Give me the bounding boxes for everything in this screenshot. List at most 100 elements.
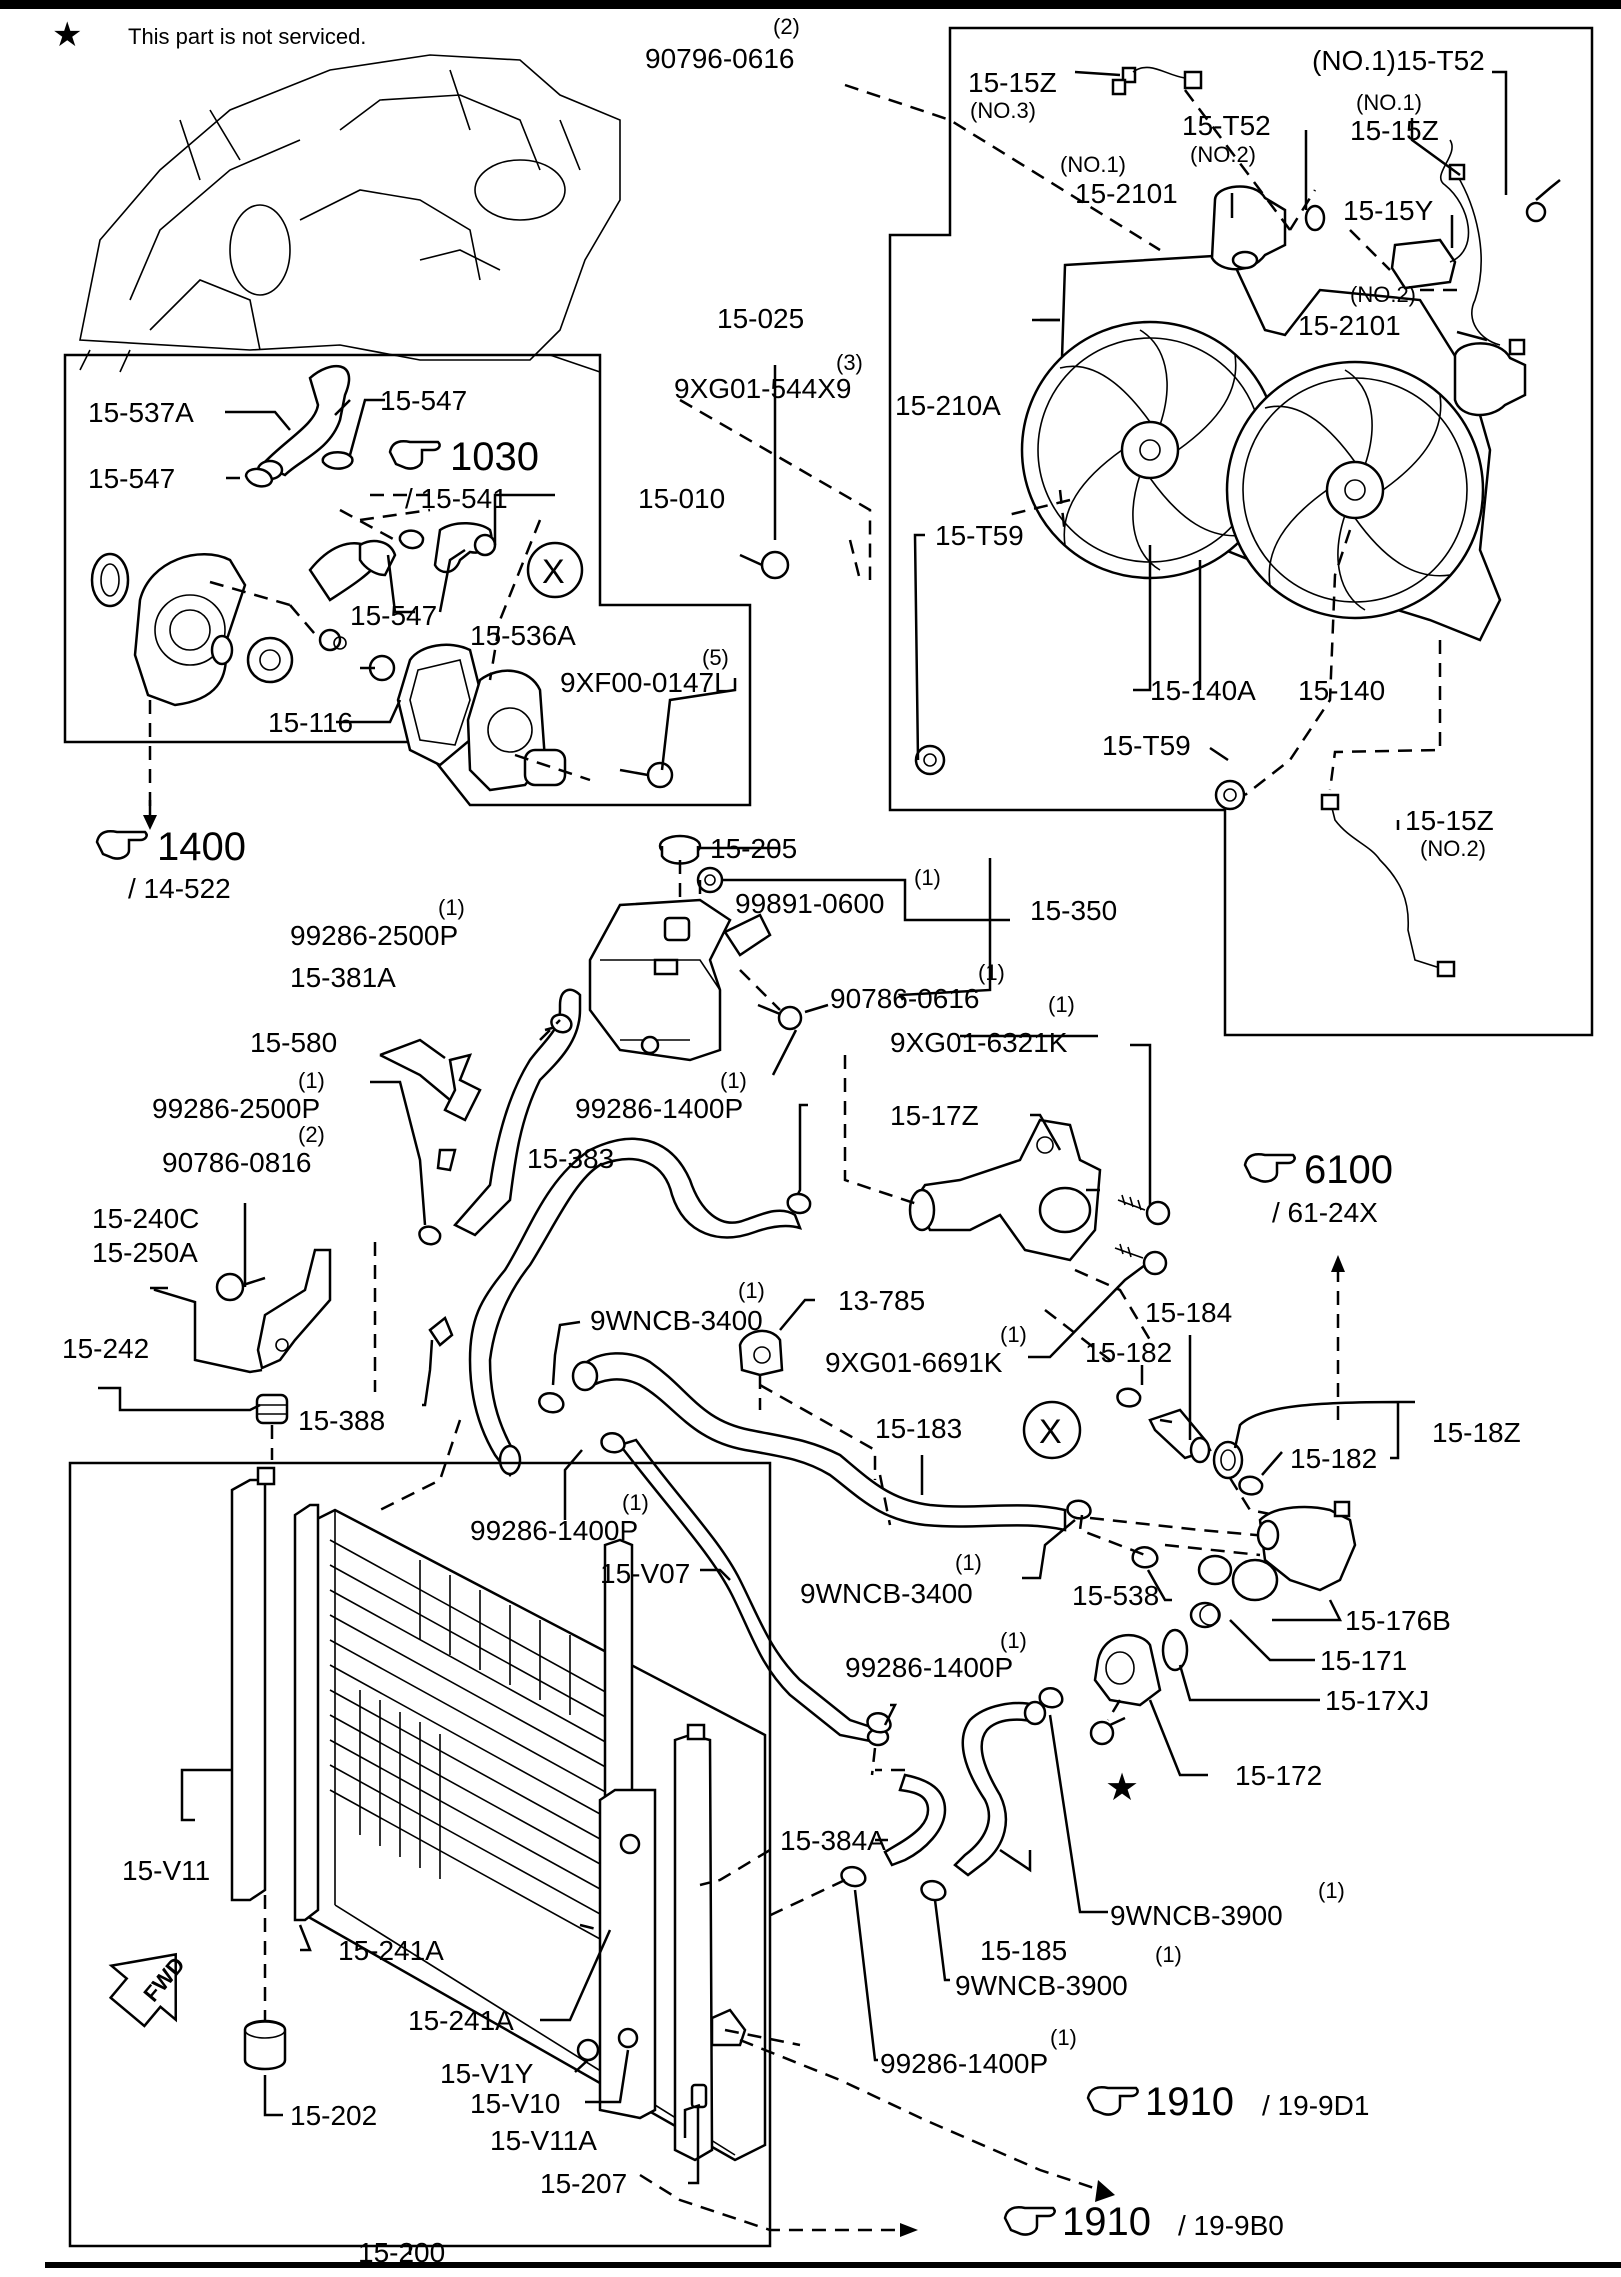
hose-15-184: [1148, 1408, 1212, 1464]
label-15-140A: 15-140A: [1150, 675, 1256, 706]
ref-1910a-sub: / 19-9D1: [1262, 2090, 1369, 2121]
fan-resistor-15-15Y: [1390, 139, 1470, 290]
label-15-185: 15-185: [980, 1935, 1067, 1966]
label-9WNCB-3400-b-qty: (1): [955, 1550, 982, 1575]
label-15-536A: 15-536A: [470, 620, 576, 651]
label-15-15Z-no2-note: (NO.2): [1420, 836, 1486, 861]
label-15-15Z-no3: 15-15Z: [968, 67, 1057, 98]
bolt-90786-0616: [757, 1003, 803, 1031]
radiator: [230, 1466, 767, 2162]
label-15-18Z: 15-18Z: [1432, 1417, 1521, 1448]
nut-99891-0600: [696, 866, 724, 894]
fan-leaders: [913, 70, 1508, 830]
label-15-205: 15-205: [710, 833, 797, 864]
label-9XG01-544X9: 9XG01-544X9: [674, 373, 851, 404]
engine-illustration: [79, 54, 621, 373]
thermostat: [210, 634, 294, 684]
clamp-9WNCB-3400-lower: [1066, 1499, 1092, 1520]
hose-15-381A: [452, 988, 582, 1237]
clamp-15-547-upper: [321, 450, 354, 470]
star-icon: ★: [52, 16, 82, 54]
label-9WNCB-3400-b: 9WNCB-3400: [800, 1578, 973, 1609]
label-15-2101-no2: 15-2101: [1298, 310, 1401, 341]
label-99891-0600: 99891-0600: [735, 888, 884, 919]
outlet-dashed: [843, 1055, 1152, 1341]
ref-1910a-num: 1910: [1145, 2080, 1234, 2124]
label-9XG01-6321K: 9XG01-6321K: [890, 1027, 1068, 1058]
bolts-pump: [318, 550, 790, 789]
clamp-99286-1400P-c: [866, 1712, 892, 1734]
nut-15-T59b: [1214, 779, 1246, 811]
label-99286-2500P-a-qty: (1): [438, 895, 465, 920]
bracket-dashed: [270, 1019, 561, 1460]
x-marker-2: [1022, 1400, 1082, 1460]
outlet2-dashed: [1078, 1514, 1261, 1721]
hose-15-185: [953, 1700, 1047, 1877]
label-15-182a: 15-182: [1085, 1337, 1172, 1368]
ref-1910b-num: 1910: [1062, 2200, 1151, 2244]
sensor-13-785: [738, 1329, 784, 1377]
thermostat-dashed: [148, 508, 591, 810]
hose-15-536A: [433, 522, 497, 574]
label-15-200: 15-200: [358, 2237, 445, 2268]
label-9WNCB-3400-a-qty: (1): [738, 1278, 765, 1303]
hose-15-18Z: [1212, 1440, 1244, 1480]
label-9XG01-6691K-qty: (1): [1000, 1322, 1027, 1347]
label-9XG01-6691K: 9XG01-6691K: [825, 1347, 1003, 1378]
label-15-2101-no1: 15-2101: [1075, 178, 1178, 209]
label-99286-1400P-b-qty: (1): [622, 1490, 649, 1515]
label-15-V10: 15-V10: [470, 2088, 560, 2119]
label-15-182b: 15-182: [1290, 1443, 1377, 1474]
label-15-171: 15-171: [1320, 1645, 1407, 1676]
label-15-V1Y: 15-V1Y: [440, 2058, 534, 2089]
label-90786-0816: 90786-0816: [162, 1147, 311, 1178]
fwd-arrow-icon: [108, 1952, 177, 2028]
mount-15-242: [255, 1393, 289, 1425]
x-marker-2-label: X: [1039, 1413, 1062, 1451]
label-15-384A: 15-384A: [780, 1825, 886, 1856]
label-9WNCB-3900-b-qty: (1): [1155, 1942, 1182, 1967]
thermostat-leaders: [225, 365, 777, 771]
reservoir-tank: [588, 898, 772, 1062]
label-9XF00-0147L-qty: (5): [702, 645, 729, 670]
fan-assembly-frame: [888, 26, 1594, 1037]
part-labels: (2) 90796-0616 15-15Z (NO.3) (NO.1)15-T5…: [62, 14, 1521, 2268]
note-text: This part is not serviced.: [128, 24, 366, 49]
label-15-183: 15-183: [875, 1413, 962, 1444]
label-15-15Z-no3-note: (NO.3): [970, 98, 1036, 123]
clamp-15-182b: [1238, 1475, 1264, 1496]
label-90796-qty: (2): [773, 14, 800, 39]
label-15-V11: 15-V11: [122, 1855, 210, 1886]
label-15-025: 15-025: [717, 303, 804, 334]
hose-15-183: [571, 1352, 1067, 1532]
label-15-242: 15-242: [62, 1333, 149, 1364]
bolt-90786-0816: [215, 1272, 266, 1302]
label-13-785: 13-785: [838, 1285, 925, 1316]
clamp-99286-2500P-lower: [418, 1225, 442, 1246]
ref-1030-sub: / 15-541: [405, 483, 508, 514]
label-9WNCB-3900-a: 9WNCB-3900: [1110, 1900, 1283, 1931]
clamp-15-547-left: [244, 467, 274, 488]
label-99286-1400P-a: 99286-1400P: [575, 1093, 743, 1124]
label-15-240C: 15-240C: [92, 1203, 199, 1234]
clip-15-388: [428, 1315, 454, 1347]
hand-pointer-icon: [95, 830, 148, 860]
label-15-V07: 15-V07: [600, 1558, 690, 1589]
nut-15-T59a: [914, 744, 946, 776]
label-99286-1400P-c-qty: (1): [1000, 1628, 1027, 1653]
label-15-172: 15-172: [1235, 1760, 1322, 1791]
fan-motor-no2: [1453, 342, 1527, 417]
label-15-T52-no2-note: (NO.2): [1190, 142, 1256, 167]
clamp-9WNCB-3400-upper: [538, 1392, 565, 1414]
cap-15-205: [658, 834, 702, 865]
outlet-15-176B: [1189, 1500, 1357, 1629]
radiator-box-frame: [68, 1461, 772, 2248]
label-99286-1400P-c: 99286-1400P: [845, 1652, 1013, 1683]
label-90796-0616: 90796-0616: [645, 43, 794, 74]
label-15-010: 15-010: [638, 483, 725, 514]
clip-15-580: [436, 1053, 482, 1172]
housing-15-172: [1093, 1633, 1162, 1707]
label-15-2101-no2-note: (NO.2): [1350, 282, 1416, 307]
bolt-15-T52: [1525, 179, 1561, 223]
